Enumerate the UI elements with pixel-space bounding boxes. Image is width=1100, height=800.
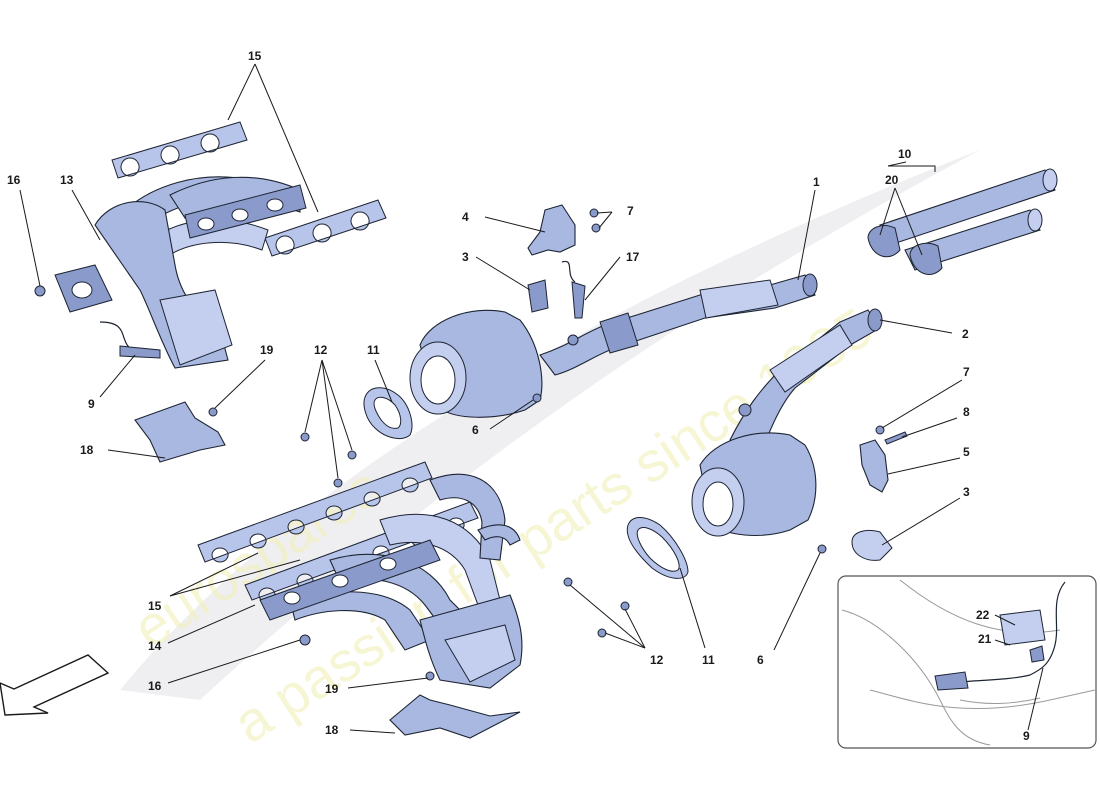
pipe-2-resonator (769, 324, 853, 393)
inset-detail (837, 575, 1097, 749)
callout-18-upper: 18 (80, 443, 94, 457)
tailpipe-lower-end (1027, 208, 1043, 232)
catalytic-converter-pipe-2 (691, 308, 883, 537)
callout-10: 10 (898, 147, 912, 161)
manifold-gasket-upper-b (264, 199, 387, 257)
lambda-wire-17 (561, 260, 576, 283)
clamp-3-lower (851, 529, 893, 561)
sensor-boss-1 (567, 334, 579, 346)
callout-19-lower: 19 (325, 682, 339, 696)
callout-18-lower: 18 (325, 723, 339, 737)
mounting-bracket-4 (527, 204, 576, 256)
callout-11-upper: 11 (367, 343, 380, 357)
callout-21: 21 (978, 632, 992, 646)
nut-12-d (563, 577, 573, 587)
manifold-gasket-upper-a (111, 121, 248, 179)
catalyst-2-inlet-hole (702, 481, 734, 527)
manifold-runner-3 (149, 219, 269, 259)
callout-16-lower: 16 (148, 679, 162, 693)
catalyst-gasket-11-lower (626, 517, 689, 579)
leader-lines (19, 63, 1044, 734)
heat-shield-lower (389, 694, 521, 739)
catalyst-gasket-11-upper (363, 387, 413, 439)
catalytic-converter-pipe-1 (409, 273, 818, 418)
exhaust-manifold-upper (34, 121, 387, 369)
tailpipe-upper-end (1042, 168, 1058, 192)
manifold-catalyst-upper (159, 289, 233, 366)
nut-12-c (333, 478, 343, 488)
callout-6-upper: 6 (472, 423, 479, 437)
callout-16-upper: 16 (7, 173, 21, 187)
callout-7-lower: 7 (963, 365, 970, 379)
callout-4: 4 (462, 210, 469, 224)
callout-11-lower: 11 (702, 653, 715, 667)
pipe-1-clamp (599, 312, 639, 354)
callout-6-lower: 6 (757, 653, 764, 667)
callout-labels: 15 16 13 9 19 18 12 11 4 7 3 17 1 2 6 7 … (7, 49, 1030, 743)
callout-3-lower: 3 (963, 485, 970, 499)
catalyst-1-inlet-hole (420, 355, 456, 405)
callout-9-upper: 9 (88, 397, 95, 411)
nut-12-b (347, 450, 357, 460)
front-direction-arrow (0, 654, 110, 716)
bolt-16-upper (34, 285, 46, 297)
bolt-6-lower (817, 544, 827, 554)
pipe-1-resonator (699, 279, 779, 319)
sensor-boss-2 (738, 403, 752, 417)
pipe-1-outlet (802, 273, 818, 297)
nut-7-a (589, 208, 599, 218)
bolt-8 (884, 431, 908, 445)
inset-clip (1029, 645, 1045, 663)
exhaust-manifold-lower (197, 461, 523, 689)
callout-12-upper: 12 (314, 343, 328, 357)
inset-lambda-sensor (934, 671, 969, 691)
callout-15-top: 15 (248, 49, 262, 63)
inset-pipe (999, 609, 1046, 646)
callout-17: 17 (626, 250, 640, 264)
clamp-20-b (909, 242, 943, 275)
callout-19-upper: 19 (260, 343, 274, 357)
callout-22: 22 (976, 608, 990, 622)
callout-8: 8 (963, 405, 970, 419)
spacer-3-upper (527, 279, 549, 313)
bolt-16-lower (299, 634, 311, 646)
callout-12-lower: 12 (650, 653, 664, 667)
bolt-6-upper (532, 393, 542, 403)
lower-flange (259, 539, 441, 621)
callout-2: 2 (962, 327, 969, 341)
callout-9-inset: 9 (1023, 729, 1030, 743)
callout-1: 1 (813, 175, 820, 189)
callout-15-lower: 15 (148, 599, 162, 613)
manifold-gasket-lower-a (197, 461, 433, 563)
callout-20: 20 (885, 173, 899, 187)
inset-wire (959, 581, 1066, 683)
callout-3-upper: 3 (462, 250, 469, 264)
lambda-wire-upper (99, 321, 133, 351)
lower-outlet-pipe (477, 524, 521, 546)
clamp-20-a (867, 225, 901, 258)
tailpipes-10 (867, 168, 1058, 275)
lambda-sensor-17 (571, 281, 586, 319)
screw-19-upper (208, 407, 218, 417)
nut-12-f (597, 628, 607, 638)
nut-12-e (620, 601, 630, 611)
lower-catalyst (444, 624, 516, 683)
pipe-2-outlet (867, 308, 883, 332)
screw-19-lower (425, 671, 435, 681)
callout-13: 13 (60, 173, 74, 187)
nut-12-a (300, 432, 310, 442)
callout-7-upper: 7 (627, 204, 634, 218)
callout-14: 14 (148, 639, 162, 653)
mounting-bracket-5 (859, 439, 889, 493)
callout-5: 5 (963, 445, 970, 459)
nut-7-b (591, 223, 601, 233)
heat-shield-upper (134, 401, 226, 463)
lambda-sensor-upper (119, 345, 161, 359)
